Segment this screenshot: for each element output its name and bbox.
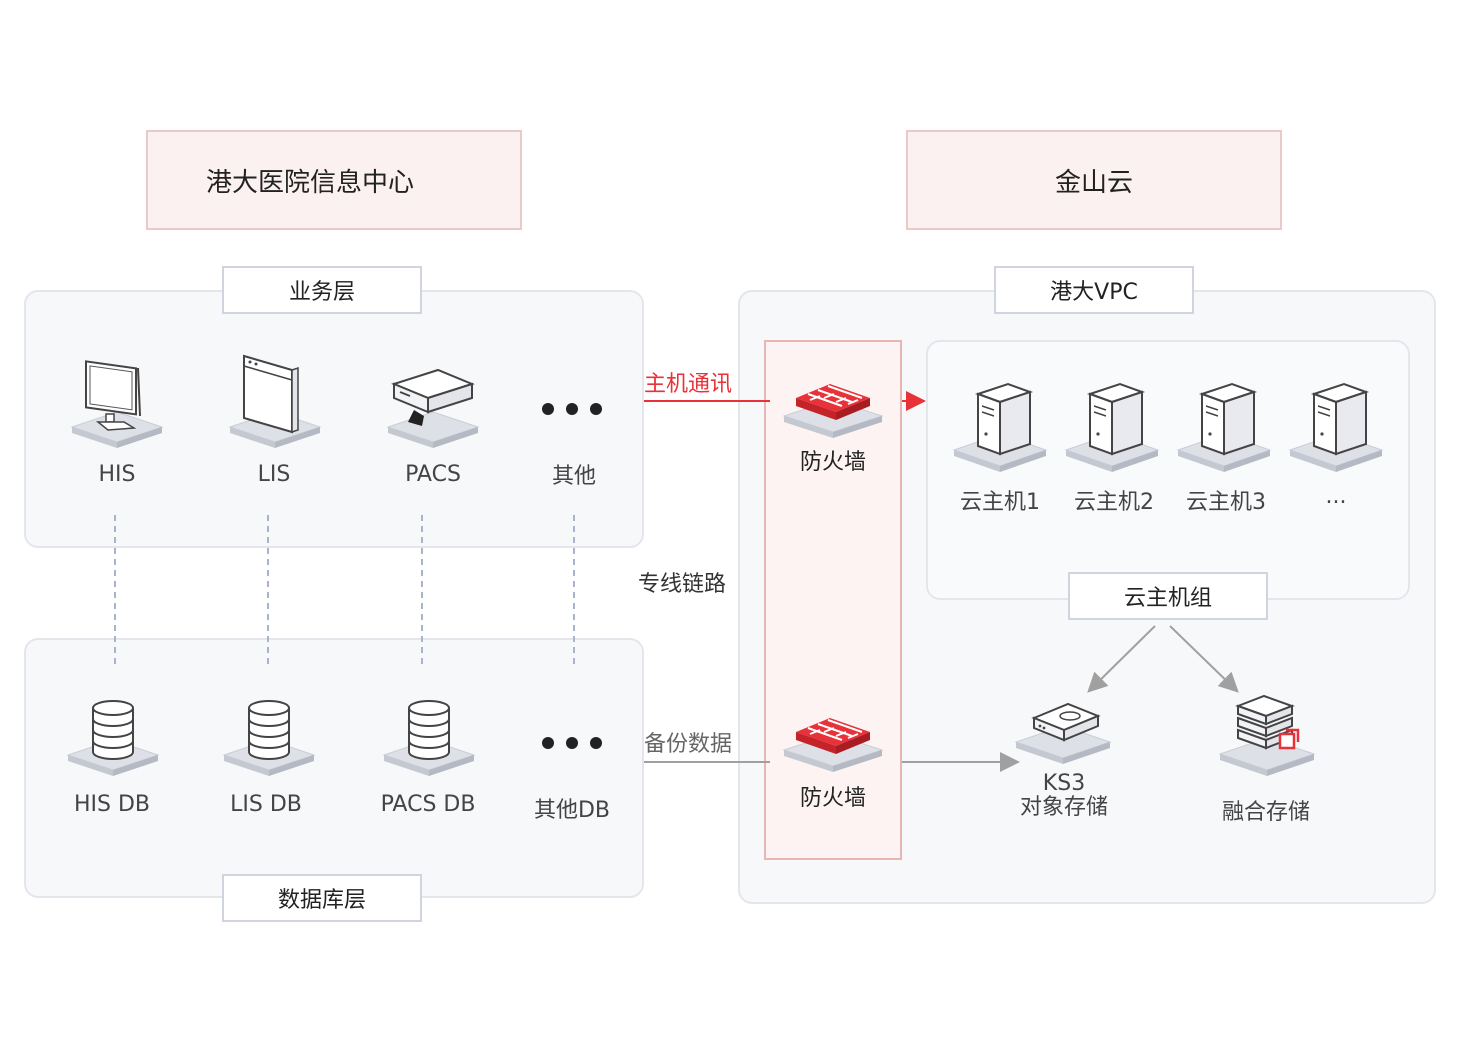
database-layer-tag: 数据库层 <box>222 874 422 922</box>
firewall-bottom-label: 防火墙 <box>799 786 866 811</box>
host-group-tag: 云主机组 <box>1068 572 1268 620</box>
document-window-icon <box>228 354 322 448</box>
firewall-icon <box>782 384 884 438</box>
tower-server-icon <box>1176 382 1272 472</box>
more-icon <box>542 403 602 415</box>
host-comm-label: 主机通讯 <box>644 372 733 397</box>
business-layer-tag: 业务层 <box>222 266 422 314</box>
fusion-storage-label: 融合存储 <box>1221 800 1310 825</box>
db-pacs-label: PACS DB <box>380 792 476 817</box>
host-more-label: ... <box>1325 484 1347 509</box>
app-other-label: 其他 <box>551 464 596 489</box>
database-layer-label: 数据库层 <box>277 888 366 913</box>
hospital-header: 港大医院信息中心 <box>146 130 522 230</box>
app-lis-label: LIS <box>257 462 291 487</box>
vpc-tag: 港大VPC <box>994 266 1194 314</box>
dedicated-line-label: 专线链路 <box>638 572 727 597</box>
app-his-label: HIS <box>98 462 136 487</box>
app-pacs-label: PACS <box>405 462 461 487</box>
fusion-storage-icon <box>1218 694 1316 776</box>
tower-server-icon <box>952 382 1048 472</box>
group-to-ks3-arrow <box>1087 625 1156 693</box>
kingsoft-cloud-header: 金山云 <box>906 130 1282 230</box>
ks3-name: KS3 <box>1042 771 1086 796</box>
more-icon <box>542 737 602 749</box>
ks3-label: KS3 对象存储 <box>1004 772 1124 820</box>
host-group-panel <box>926 340 1410 600</box>
tower-server-icon <box>1288 382 1384 472</box>
firewall-icon <box>782 718 884 772</box>
host-2-label: 云主机2 <box>1074 490 1154 515</box>
db-other-label: 其他DB <box>533 798 611 823</box>
monitor-icon <box>70 360 164 448</box>
db-lis-label: LIS DB <box>230 792 302 817</box>
business-layer-label: 业务层 <box>288 280 355 305</box>
database-icon <box>222 700 316 776</box>
backup-data-label: 备份数据 <box>644 732 733 757</box>
server-box-icon <box>386 368 480 448</box>
host-3-label: 云主机3 <box>1186 490 1266 515</box>
ks3-desc: 对象存储 <box>1019 795 1108 820</box>
firewall-top-label: 防火墙 <box>799 450 866 475</box>
hospital-header-title: 港大医院信息中心 <box>206 167 415 198</box>
database-icon <box>66 700 160 776</box>
database-icon <box>382 700 476 776</box>
host-1-label: 云主机1 <box>960 490 1040 515</box>
ks3-storage-icon <box>1014 702 1112 764</box>
db-his-label: HIS DB <box>73 792 151 817</box>
kingsoft-cloud-header-title: 金山云 <box>1054 167 1133 198</box>
tower-server-icon <box>1064 382 1160 472</box>
group-to-fusion-arrow <box>1169 625 1239 693</box>
vpc-label: 港大VPC <box>1050 280 1138 305</box>
host-group-label: 云主机组 <box>1123 586 1212 611</box>
